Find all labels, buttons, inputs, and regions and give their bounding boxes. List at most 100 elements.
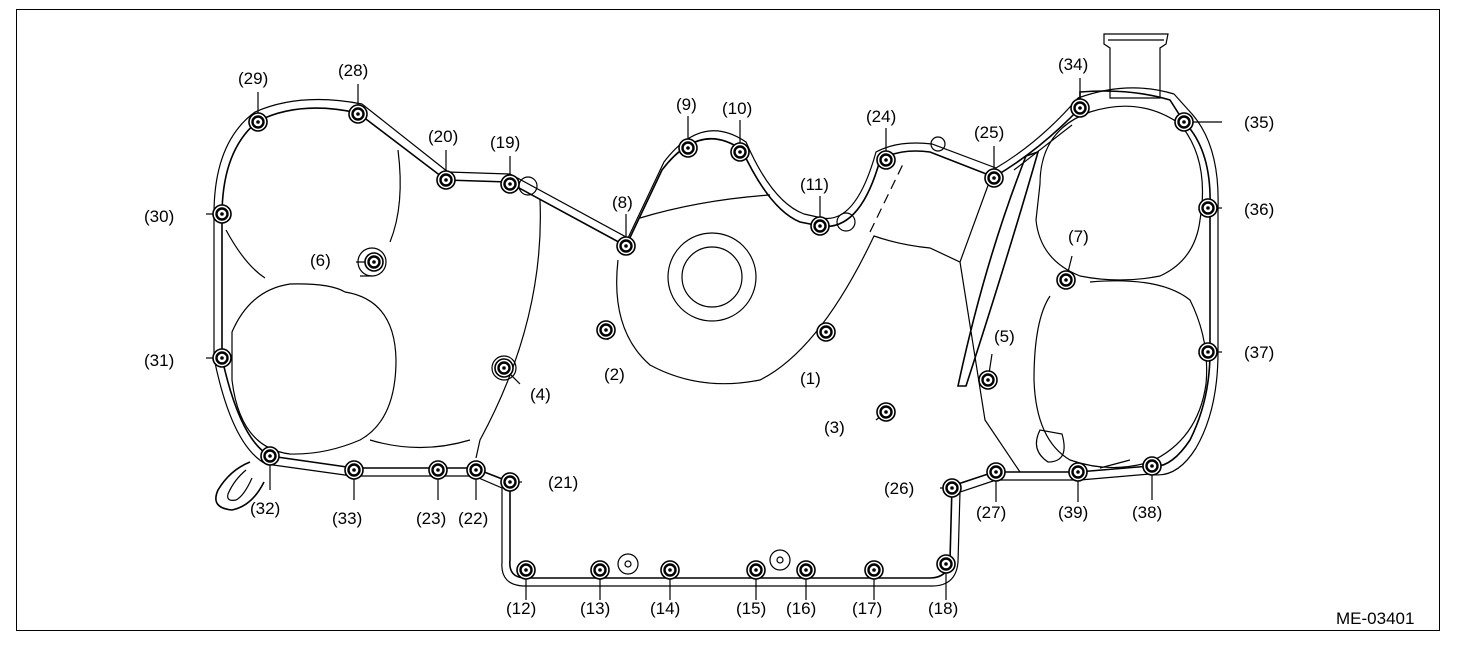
bolt-center (508, 182, 512, 186)
bolt-label: (38) (1132, 503, 1162, 522)
bolt-callout: (16) (786, 560, 816, 618)
bolt-label: (5) (994, 327, 1015, 346)
bolt-label: (13) (580, 599, 610, 618)
bolt-callout: (26) (884, 478, 962, 498)
bolt-callout: (3) (824, 402, 896, 437)
bolt-callout: (1) (800, 322, 836, 388)
bolt-ring (431, 463, 445, 477)
bolt-ring (733, 145, 747, 159)
bolt-center (994, 470, 998, 474)
bolt-ring (879, 405, 893, 419)
bolt-center (944, 562, 948, 566)
bolt-center (1064, 278, 1068, 282)
bolt-label: (33) (332, 509, 362, 528)
bolt-center (754, 568, 758, 572)
bolt-label: (31) (144, 351, 174, 370)
bolt-callout: (18) (928, 554, 958, 618)
bolt-label: (23) (416, 509, 446, 528)
bolt-label: (8) (612, 193, 633, 212)
bolt-ring (599, 323, 613, 337)
bolt-label: (16) (786, 599, 816, 618)
bolt-label: (17) (852, 599, 882, 618)
bolt-callout: (24) (866, 107, 896, 170)
bolt-callout: (11) (800, 175, 830, 236)
bolt-ring (663, 563, 677, 577)
bolt-label: (22) (458, 509, 488, 528)
left-center-panel (369, 176, 541, 459)
bolt-label: (25) (974, 123, 1004, 142)
bolt-center (352, 468, 356, 472)
bolt-center (356, 112, 360, 116)
bolt-ring (681, 141, 695, 155)
bolt-callout: (27) (976, 462, 1006, 522)
bolt-center (598, 568, 602, 572)
bolt-ring (263, 449, 277, 463)
bolt-label: (2) (604, 365, 625, 384)
bolt-callout: (2) (596, 320, 625, 384)
bolt-callout: (38) (1132, 456, 1162, 522)
bolt-callout: (13) (580, 560, 610, 618)
bolt-label: (27) (976, 503, 1006, 522)
bolt-center (872, 568, 876, 572)
bolt-callout: (10) (722, 99, 752, 162)
bolt-callout: (31) (144, 348, 232, 370)
bolt-label: (34) (1058, 55, 1088, 74)
bolt-center (1182, 120, 1186, 124)
bolt-label: (28) (338, 61, 368, 80)
bolt-callout: (14) (650, 560, 680, 618)
bolt-center (986, 378, 990, 382)
bolt-center (502, 366, 506, 370)
bolt-center (372, 260, 376, 264)
bolt-ring (1059, 273, 1073, 287)
bolt-ring (1073, 101, 1087, 115)
bolt-callout: (15) (736, 560, 766, 618)
bolt-callout: (28) (338, 61, 368, 124)
bolt-callout: (21) (500, 472, 578, 492)
bolt-center (804, 568, 808, 572)
bolt-callout: (37) (1198, 342, 1274, 362)
bolt-center (818, 224, 822, 228)
bolt-label: (19) (490, 133, 520, 152)
bolt-center (220, 212, 224, 216)
bolt-center (220, 356, 224, 360)
figure-code: ME-03401 (1336, 609, 1414, 628)
bolt-ring (251, 115, 265, 129)
bolt-ring (987, 171, 1001, 185)
bolt-callout: (5) (978, 327, 1015, 390)
bolt-ring (989, 465, 1003, 479)
bolt-label: (10) (722, 99, 752, 118)
bolt-callout: (19) (490, 133, 520, 194)
bolt-center (686, 146, 690, 150)
bolt-ring (813, 219, 827, 233)
bolt-ring (799, 563, 813, 577)
bolt-ring (439, 173, 453, 187)
bolt-center (950, 486, 954, 490)
bolt-callout: (9) (676, 95, 698, 158)
bolt-label: (24) (866, 107, 896, 126)
bolt-label: (6) (310, 251, 331, 270)
bolt-label: (30) (144, 207, 174, 226)
bolt-ring (497, 361, 511, 375)
bolt-callout: (22) (458, 460, 488, 528)
bolt-ring (749, 563, 763, 577)
crank-sprocket-housing (616, 136, 991, 385)
bolt-ring (367, 255, 381, 269)
lower-idler-holes (617, 549, 791, 575)
bolt-label: (37) (1244, 343, 1274, 362)
bolt-label: (12) (506, 599, 536, 618)
bolt-center (1150, 464, 1154, 468)
bolt-ring (519, 563, 533, 577)
bolt-ring (215, 207, 229, 221)
bolt-center (738, 150, 742, 154)
bolt-center (508, 480, 512, 484)
bolt-ring (469, 463, 483, 477)
bolt-ring (945, 481, 959, 495)
bolt-callout: (39) (1058, 462, 1088, 522)
bolt-ring (593, 563, 607, 577)
bolt-callout: (33) (332, 460, 364, 528)
bolt-center (524, 568, 528, 572)
bolt-callout: (7) (1056, 227, 1089, 290)
bolt-ring (819, 325, 833, 339)
bolt-center (1206, 350, 1210, 354)
